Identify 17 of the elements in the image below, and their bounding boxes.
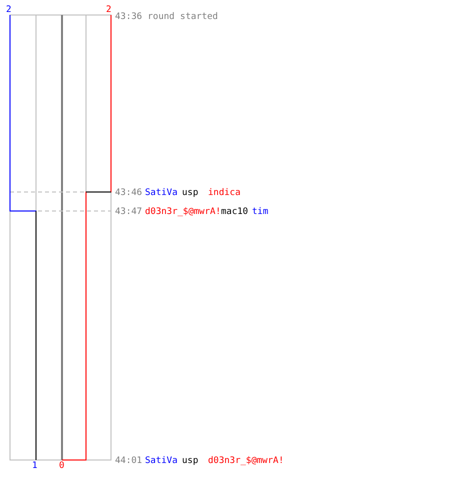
count-label: 2: [6, 5, 12, 15]
player-name: SatiVa: [145, 456, 178, 466]
player-name: d03n3r_$@mwrA!: [208, 456, 284, 466]
time-label: 44:01: [115, 456, 142, 466]
time-label: 43:46: [115, 188, 142, 198]
count-label: 2: [106, 5, 112, 15]
event-text: 43:36 round started: [115, 12, 218, 22]
time-label: 43:47: [115, 207, 142, 217]
weapon-name: usp: [182, 456, 198, 466]
player-name: tim: [252, 207, 268, 217]
player-name: SatiVa: [145, 188, 178, 198]
weapon-name: mac10: [221, 207, 248, 217]
player-name: indica: [208, 188, 241, 198]
count-label: 1: [32, 461, 38, 471]
count-label: 0: [59, 461, 64, 471]
weapon-name: usp: [182, 188, 198, 198]
player-name: d03n3r_$@mwrA!: [145, 207, 221, 217]
